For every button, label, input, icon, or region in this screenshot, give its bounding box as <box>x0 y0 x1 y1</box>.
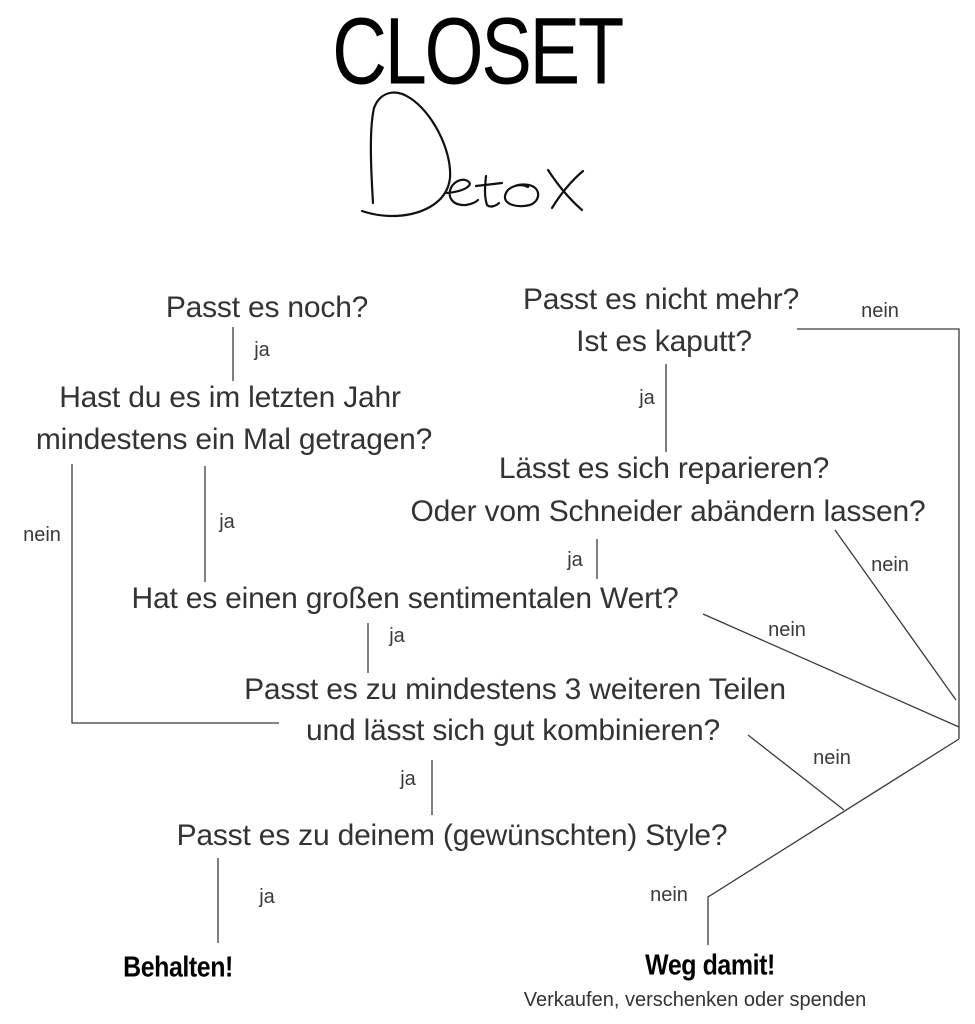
question-passt-nicht-mehr: Passt es nicht mehr? <box>522 283 800 316</box>
line-to-weg-damit <box>707 738 960 945</box>
question-style: Passt es zu deinem (gewünschten) Style? <box>176 819 728 852</box>
line-sentimental-nein <box>702 613 960 728</box>
title-detox-script <box>360 91 585 218</box>
label-ja: ja <box>254 339 270 361</box>
question-sentimental: Hat es einen großen sentimentalen Wert? <box>131 582 679 615</box>
label-nein: nein <box>768 619 806 641</box>
label-ja: ja <box>567 549 583 571</box>
label-ja: ja <box>259 886 275 908</box>
outcome-weg-damit: Weg damit! <box>645 949 775 982</box>
question-kaputt: Ist es kaputt? <box>576 325 752 358</box>
outcome-weg-damit-subtitle: Verkaufen, verschenken oder spenden <box>523 989 867 1011</box>
label-nein: nein <box>871 554 909 576</box>
question-getragen-line1: Hast du es im letzten Jahr <box>59 381 401 414</box>
line-left-nein <box>71 464 279 724</box>
label-nein: nein <box>23 524 61 546</box>
label-ja: ja <box>400 768 416 790</box>
question-kombinieren-line2: und lässt sich gut kombinieren? <box>305 714 721 747</box>
label-ja: ja <box>639 387 655 409</box>
line-kombinieren-nein <box>747 734 845 811</box>
question-kombinieren-line1: Passt es zu mindestens 3 weiteren Teilen <box>244 673 786 706</box>
question-passt-es-noch: Passt es noch? <box>165 291 369 324</box>
outcome-behalten: Behalten! <box>123 951 233 984</box>
question-reparieren: Lässt es sich reparieren? <box>498 452 830 485</box>
label-ja: ja <box>219 511 235 533</box>
label-nein: nein <box>813 747 851 769</box>
question-schneider: Oder vom Schneider abändern lassen? <box>410 495 926 528</box>
title-closet: CLOSET <box>332 0 624 105</box>
line-schneider-nein <box>834 529 957 701</box>
label-ja: ja <box>389 625 405 647</box>
question-getragen-line2: mindestens ein Mal getragen? <box>35 423 433 456</box>
line-right-nein-top <box>797 328 960 739</box>
label-nein: nein <box>650 884 688 906</box>
label-nein: nein <box>861 300 899 322</box>
